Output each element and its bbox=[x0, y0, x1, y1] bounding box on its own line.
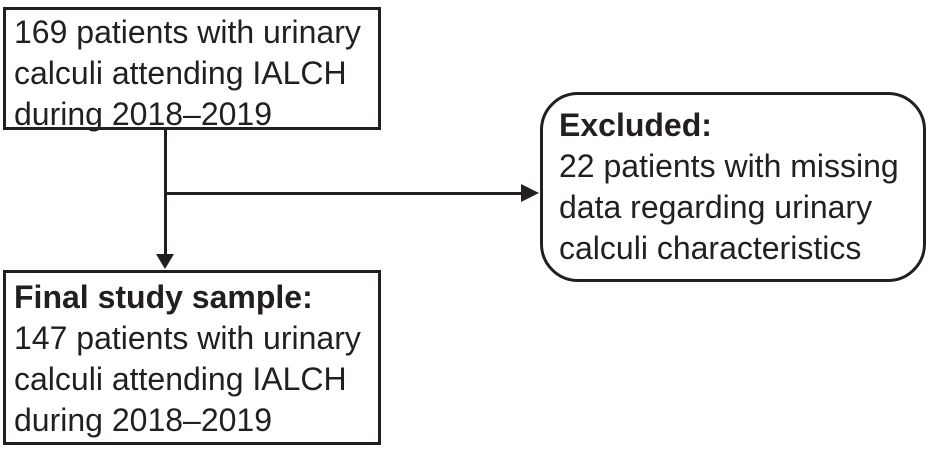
initial-cohort-line: during 2018–2019 bbox=[14, 96, 273, 132]
initial-cohort-line: calculi attending IALCH bbox=[14, 55, 347, 91]
final-sample-heading: Final study sample: bbox=[14, 279, 313, 315]
final-sample-line: 147 patients with urinary bbox=[14, 320, 361, 356]
excluded-line: data regarding urinary bbox=[559, 189, 873, 225]
down-arrow-icon bbox=[156, 254, 174, 269]
excluded-line: 22 patients with missing bbox=[559, 148, 899, 184]
final-sample-line: calculi attending IALCH bbox=[14, 361, 347, 397]
final-sample-line: during 2018–2019 bbox=[14, 402, 273, 438]
excluded-heading: Excluded: bbox=[559, 107, 712, 143]
excluded-box: Excluded: 22 patients with missing data … bbox=[540, 92, 926, 282]
right-arrow-shaft bbox=[165, 192, 522, 195]
initial-cohort-line: 169 patients with urinary bbox=[14, 14, 361, 50]
excluded-line: calculi characteristics bbox=[559, 230, 862, 266]
final-sample-box: Final study sample: 147 patients with ur… bbox=[3, 270, 381, 445]
right-arrow-icon bbox=[521, 184, 539, 202]
initial-cohort-box: 169 patients with urinary calculi attend… bbox=[3, 7, 381, 132]
